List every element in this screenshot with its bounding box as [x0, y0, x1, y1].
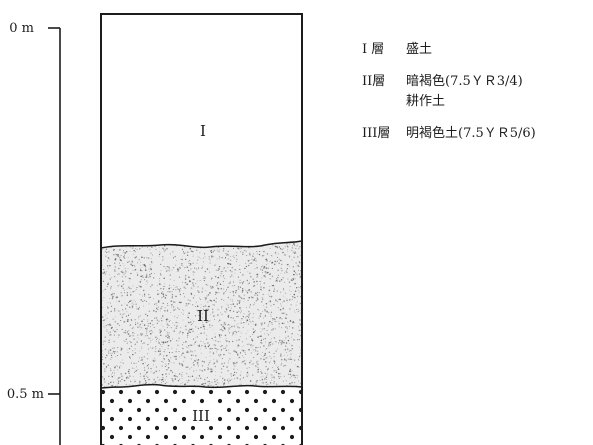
legend-layer-number: III層 [362, 126, 391, 141]
legend-row-iii: III層 明褐色土(7.5ＹＲ5/6) [362, 124, 536, 144]
legend-layer-number: II層 [362, 74, 386, 89]
legend-layer-number: I 層 [362, 42, 385, 57]
legend-layer-description: 暗褐色(7.5ＹＲ3/4) 耕作土 [406, 72, 523, 112]
depth-label-0-5m: 0.5 m [7, 387, 44, 402]
legend-layer-description: 盛土 [406, 40, 432, 60]
legend-description-line: 暗褐色(7.5ＹＲ3/4) [406, 74, 523, 89]
layer-ii-fill [101, 241, 302, 388]
legend-description-line: 耕作土 [406, 94, 446, 109]
legend-layer-description: 明褐色土(7.5ＹＲ5/6) [406, 124, 536, 144]
depth-label-0m: 0 m [9, 21, 34, 36]
boundary-ii-iii [100, 383, 303, 389]
legend-description-line: 盛土 [406, 42, 433, 57]
legend-row-ii: II層 暗褐色(7.5ＹＲ3/4) 耕作土 [362, 72, 536, 112]
legend-description-line: 明褐色土(7.5ＹＲ5/6) [406, 126, 536, 141]
boundary-i-ii [100, 240, 303, 249]
layer-iii-label: III [192, 407, 210, 425]
legend-row-i: I 層 盛土 [362, 40, 536, 60]
profile-column-outline [100, 13, 303, 445]
layer-iii-label-bg [187, 404, 215, 426]
layer-legend: I 層 盛土 II層 暗褐色(7.5ＹＲ3/4) 耕作土 III層 明褐色土(7… [362, 40, 536, 156]
layer-ii-label: II [197, 307, 209, 325]
layer-i-label: I [200, 122, 206, 140]
depth-scale: 0 m 0.5 m [7, 21, 61, 445]
